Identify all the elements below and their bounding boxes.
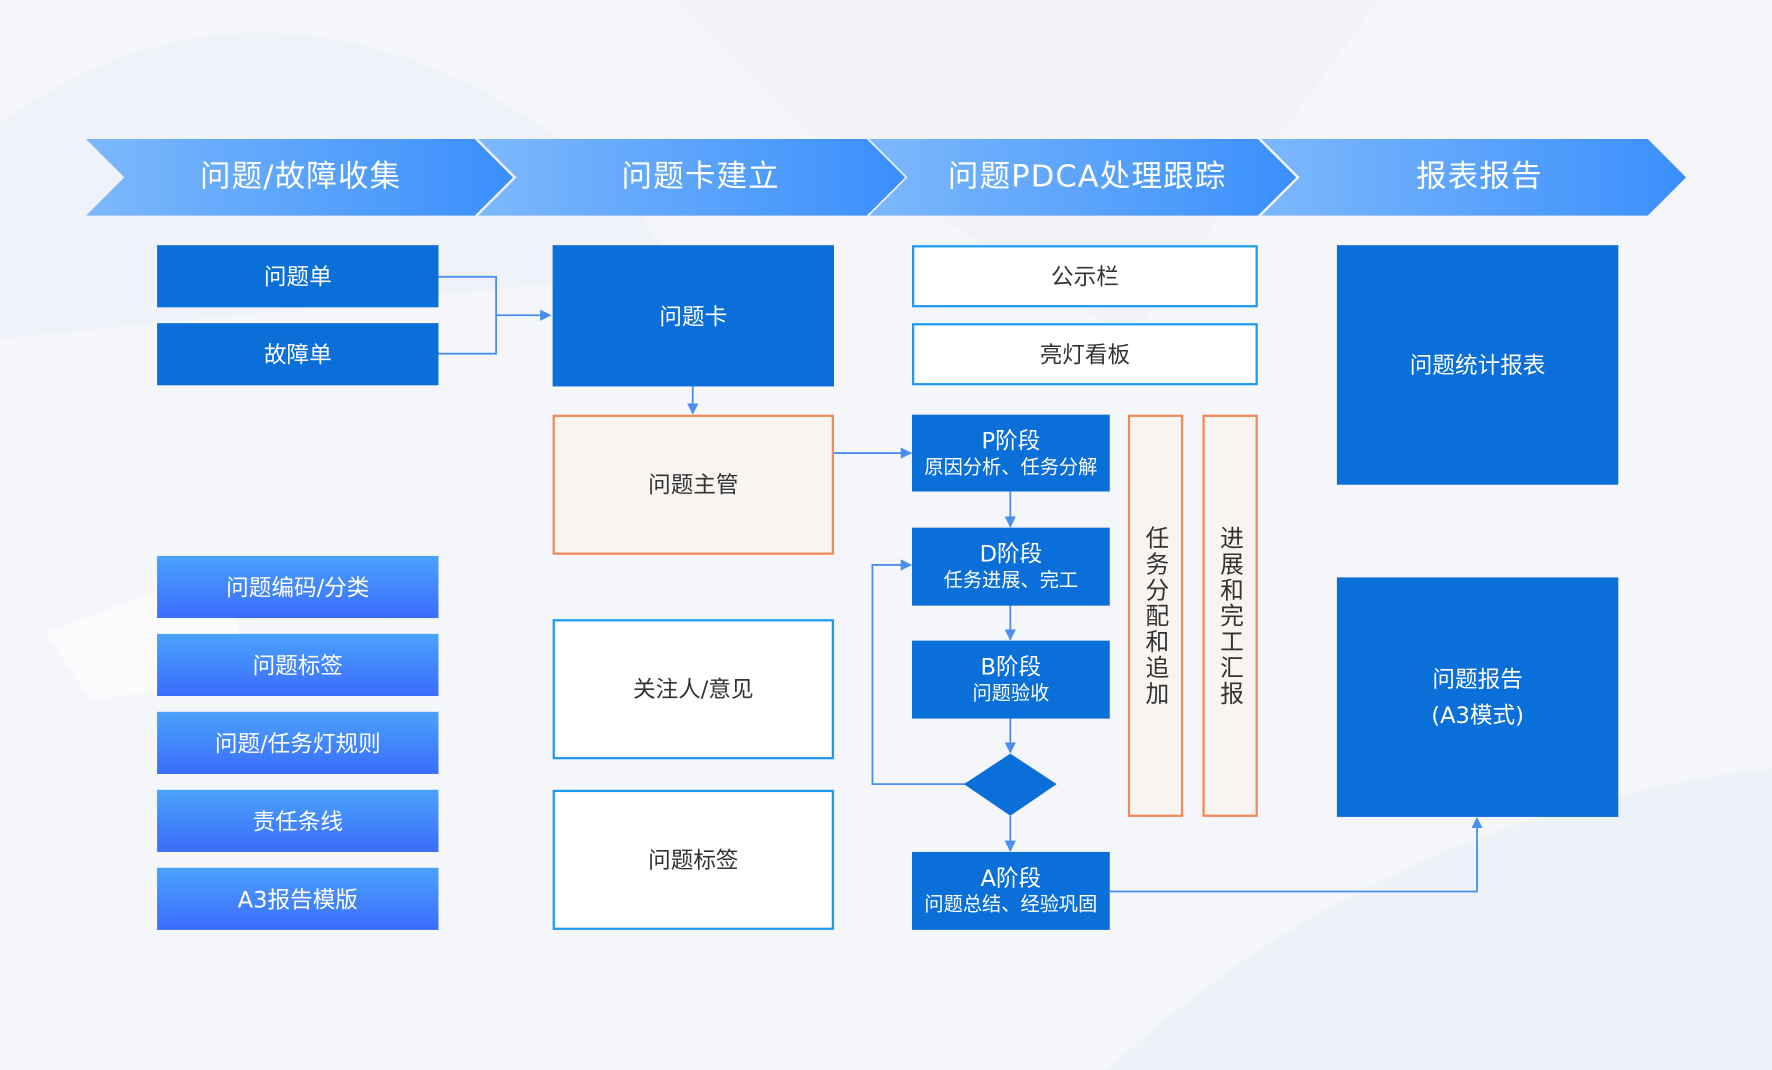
stage-desc: 问题验收 xyxy=(972,682,1050,706)
chevron-shape xyxy=(85,138,514,216)
step-label: 问题卡建立 xyxy=(621,159,780,195)
step-chevron-card: 问题卡建立 xyxy=(476,138,908,216)
box-label: 问题单 xyxy=(263,262,332,290)
box-label: 问题标签 xyxy=(252,651,343,679)
chevron-shape xyxy=(1261,138,1687,216)
issue-ticket-box: 问题单 xyxy=(157,245,439,308)
progress-report-bar: 进展和完工汇报 xyxy=(1202,414,1258,817)
box-label: 问题/任务灯规则 xyxy=(214,729,381,757)
problem-tag-box: 问题标签 xyxy=(552,789,835,930)
bulletin-box: 公示栏 xyxy=(911,245,1258,308)
stage-title: A阶段 xyxy=(980,864,1042,893)
config-issue-tag-box: 问题标签 xyxy=(157,633,439,697)
followers-box: 关注人/意见 xyxy=(552,619,835,760)
box-label: 问题统计报表 xyxy=(1409,351,1546,379)
problem-owner-box: 问题主管 xyxy=(552,414,835,555)
step-chevron-pdca: 问题PDCA处理跟踪 xyxy=(867,138,1299,216)
stage-title: D阶段 xyxy=(979,540,1043,568)
box-label: 问题标签 xyxy=(648,846,739,874)
step-label: 报表报告 xyxy=(1416,159,1543,195)
config-light-rule-box: 问题/任务灯规则 xyxy=(157,711,439,774)
box-label: 关注人/意见 xyxy=(632,675,754,703)
step-label: 问题PDCA处理跟踪 xyxy=(947,159,1227,195)
box-label: 问题主管 xyxy=(648,471,739,499)
box-label: 亮灯看板 xyxy=(1039,340,1131,368)
stage-a-box: A阶段 问题总结、经验巩固 xyxy=(911,851,1110,930)
box-label: 问题卡 xyxy=(659,302,728,330)
stats-report-box: 问题统计报表 xyxy=(1336,245,1619,485)
problem-card-box: 问题卡 xyxy=(552,245,835,387)
stage-p-box: P阶段 原因分析、任务分解 xyxy=(911,414,1110,492)
connector-issue-to-card xyxy=(438,275,498,355)
box-label: A3报告模版 xyxy=(237,885,358,913)
decision-diamond xyxy=(963,753,1057,816)
box-sublabel: (A3模式) xyxy=(1431,701,1524,729)
stage-desc: 问题总结、经验巩固 xyxy=(924,894,1098,917)
step-label: 问题/故障收集 xyxy=(199,159,402,195)
fault-ticket-box: 故障单 xyxy=(157,323,439,386)
task-assign-bar: 任务分配和追加 xyxy=(1127,414,1184,817)
stage-desc: 任务进展、完工 xyxy=(943,569,1079,593)
bar-label: 进展和完工汇报 xyxy=(1217,524,1245,707)
bar-label: 任务分配和追加 xyxy=(1142,524,1170,707)
stage-title: B阶段 xyxy=(980,653,1042,681)
arrow-a-to-report xyxy=(1109,816,1483,893)
arrow-loop-back-to-d xyxy=(871,559,967,786)
box-label: 问题编码/分类 xyxy=(226,573,370,601)
stage-b-box: B阶段 问题验收 xyxy=(911,640,1110,719)
stage-title: P阶段 xyxy=(981,427,1041,455)
chevron-shape xyxy=(869,138,1297,216)
box-label: 问题报告 xyxy=(1432,665,1523,693)
box-label: 公示栏 xyxy=(1050,262,1119,290)
step-chevron-report: 报表报告 xyxy=(1259,138,1688,216)
config-responsibility-box: 责任条线 xyxy=(157,789,439,852)
config-a3-template-box: A3报告模版 xyxy=(157,867,439,930)
light-board-box: 亮灯看板 xyxy=(911,323,1258,386)
chevron-shape xyxy=(478,138,906,216)
stage-desc: 原因分析、任务分解 xyxy=(924,456,1098,480)
step-chevron-collect: 问题/故障收集 xyxy=(85,138,515,216)
box-label: 责任条线 xyxy=(252,807,343,835)
stage-d-box: D阶段 任务进展、完工 xyxy=(911,527,1110,606)
box-label: 故障单 xyxy=(263,340,332,368)
config-issue-code-box: 问题编码/分类 xyxy=(157,555,439,619)
a3-report-box: 问题报告 (A3模式) xyxy=(1336,577,1619,817)
